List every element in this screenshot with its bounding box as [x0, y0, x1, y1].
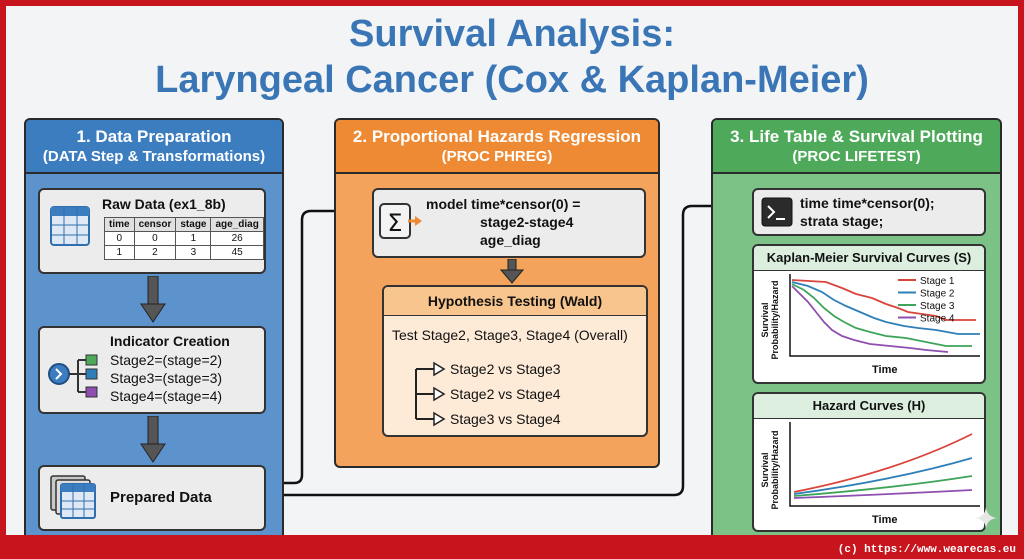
hazard-plot — [789, 422, 980, 507]
legend-label-2: Stage 2 — [920, 289, 955, 300]
km-header — [754, 246, 984, 271]
prepared-data-label: Prepared Data — [110, 489, 212, 506]
indicator-stage4: Stage4=(stage=4) — [110, 388, 223, 404]
hypothesis-box: Hypothesis Testing (Wald) Test Stage2, S… — [382, 285, 648, 437]
hazard-chart-box: Hazard Curves (H) Survival Probability/H… — [752, 392, 986, 532]
hazard-ylabel: Survival Probability/Hazard — [760, 430, 780, 510]
panel2-subtitle: (PROC PHREG) — [441, 148, 553, 165]
panel2-title: 2. Proportional Hazards Regression — [352, 127, 642, 146]
km-curve-stage-2 — [791, 281, 980, 335]
hazard-curve-stage-1 — [793, 433, 973, 493]
hazard-xlabel: Time — [872, 514, 898, 526]
panel3-subtitle: (PROC LIFETEST) — [792, 148, 921, 165]
panel1-header: 1. Data Preparation (DATA Step & Transfo… — [26, 120, 282, 174]
lifetest-code-box: time time*censor(0); strata stage; — [752, 188, 986, 236]
hazard-header — [754, 394, 984, 419]
hazard-curve-stage-3 — [793, 475, 973, 497]
table-cell: 26 — [210, 231, 264, 246]
connector-prepared-to-lifetest — [264, 196, 743, 497]
indicator-stage3: Stage3=(stage=3) — [110, 370, 223, 386]
km-curve-stage-4 — [791, 285, 949, 353]
connector-prepared-to-phreg — [264, 201, 361, 485]
panel1-title: 1. Data Preparation — [76, 127, 232, 146]
model-line-1: model time*censor(0) = — [426, 196, 581, 212]
km-axes — [789, 274, 980, 357]
table-cell: 1 — [175, 231, 212, 246]
arrow-model-to-hypothesis — [500, 259, 524, 284]
stacked-tables-icon — [50, 475, 96, 519]
hazard-axes — [789, 422, 980, 507]
indicator-stage2: Stage2=(stage=2) — [110, 352, 223, 368]
km-curve-stage-3 — [791, 283, 972, 347]
km-chart-box: Kaplan-Meier Survival Curves (S) Surviva… — [752, 244, 986, 384]
legend-label-1: Stage 1 — [920, 276, 955, 287]
panel2-header: 2. Proportional Hazards Regression (PROC… — [336, 120, 658, 174]
terminal-icon — [761, 197, 793, 227]
legend-label-4: Stage 4 — [920, 314, 955, 325]
table-cell: 1 — [104, 245, 135, 260]
km-ylabel: Survival Probability/Hazard — [760, 280, 780, 360]
panel-data-preparation: 1. Data Preparation (DATA Step & Transfo… — [24, 118, 284, 535]
arrow-raw-to-indicator — [140, 276, 166, 323]
table-cell: 45 — [210, 245, 264, 260]
hazard-title: Hazard Curves (H) — [812, 398, 926, 413]
panel-lifetest: 3. Life Table & Survival Plotting (PROC … — [711, 118, 1002, 535]
legend-label-3: Stage 3 — [920, 301, 955, 312]
overall-test: Test Stage2, Stage3, Stage4 (Overall) — [392, 327, 628, 343]
model-statement-box: Σ model time*censor(0) = stage2-stage4 a… — [372, 188, 646, 258]
sparkle-icon — [975, 507, 997, 529]
footer-copyright: (c) https://www.wearecas.eu — [837, 544, 1016, 556]
table-icon — [50, 206, 90, 246]
flow-diagram-icon — [48, 354, 98, 398]
panel1-subtitle: (DATA Step & Transformations) — [42, 148, 266, 165]
table-cell: 0 — [133, 231, 177, 246]
panel3-title: 3. Life Table & Survival Plotting — [730, 127, 983, 146]
canvas: Survival Analysis: Laryngeal Cancer (Cox… — [6, 6, 1018, 535]
test-stage3-vs-stage4: Stage3 vs Stage4 — [450, 411, 561, 427]
arrow-indicator-to-prepared — [140, 416, 166, 463]
title-line-2: Laryngeal Cancer (Cox & Kaplan-Meier) — [155, 59, 869, 101]
title-line-1: Survival Analysis: — [349, 13, 675, 55]
km-title: Kaplan-Meier Survival Curves (S) — [766, 250, 972, 265]
table-header-age-diag: age_diag — [210, 217, 264, 232]
test-branch-icon — [415, 361, 446, 427]
table-cell: 3 — [175, 245, 212, 260]
model-line-3: age_diag — [480, 232, 541, 248]
indicator-title: Indicator Creation — [110, 333, 230, 349]
test-stage2-vs-stage4: Stage2 vs Stage4 — [450, 386, 561, 402]
km-xlabel: Time — [872, 364, 898, 376]
svg-text:Σ: Σ — [387, 209, 402, 237]
connectors — [264, 196, 743, 497]
km-curve-stage-1 — [791, 279, 976, 321]
table-header-time: time — [104, 217, 135, 232]
panel-phreg: 2. Proportional Hazards Regression (PROC… — [334, 118, 660, 468]
prepared-data-box: Prepared Data — [38, 465, 266, 531]
table-header-censor: censor — [133, 217, 177, 232]
table-header-stage: stage — [175, 217, 212, 232]
raw-data-title: Raw Data (ex1_8b) — [102, 196, 226, 212]
code-line-2: strata stage; — [800, 213, 884, 229]
hypothesis-title: Hypothesis Testing (Wald) — [427, 293, 603, 309]
test-stage2-vs-stage3: Stage2 vs Stage3 — [450, 361, 561, 377]
code-line-1: time time*censor(0); — [800, 195, 935, 211]
table-cell: 2 — [133, 245, 177, 260]
indicator-creation-box: Indicator Creation Stage2=(stage=2) Stag… — [38, 326, 266, 414]
table-cell: 0 — [104, 231, 135, 246]
panel3-header: 3. Life Table & Survival Plotting (PROC … — [713, 120, 1000, 174]
hazard-curve-stage-2 — [793, 457, 973, 495]
model-line-2: stage2-stage4 — [480, 214, 574, 230]
hypothesis-header — [384, 287, 646, 316]
hazard-curve-stage-4 — [793, 489, 973, 499]
sigma-icon: Σ — [379, 203, 422, 239]
